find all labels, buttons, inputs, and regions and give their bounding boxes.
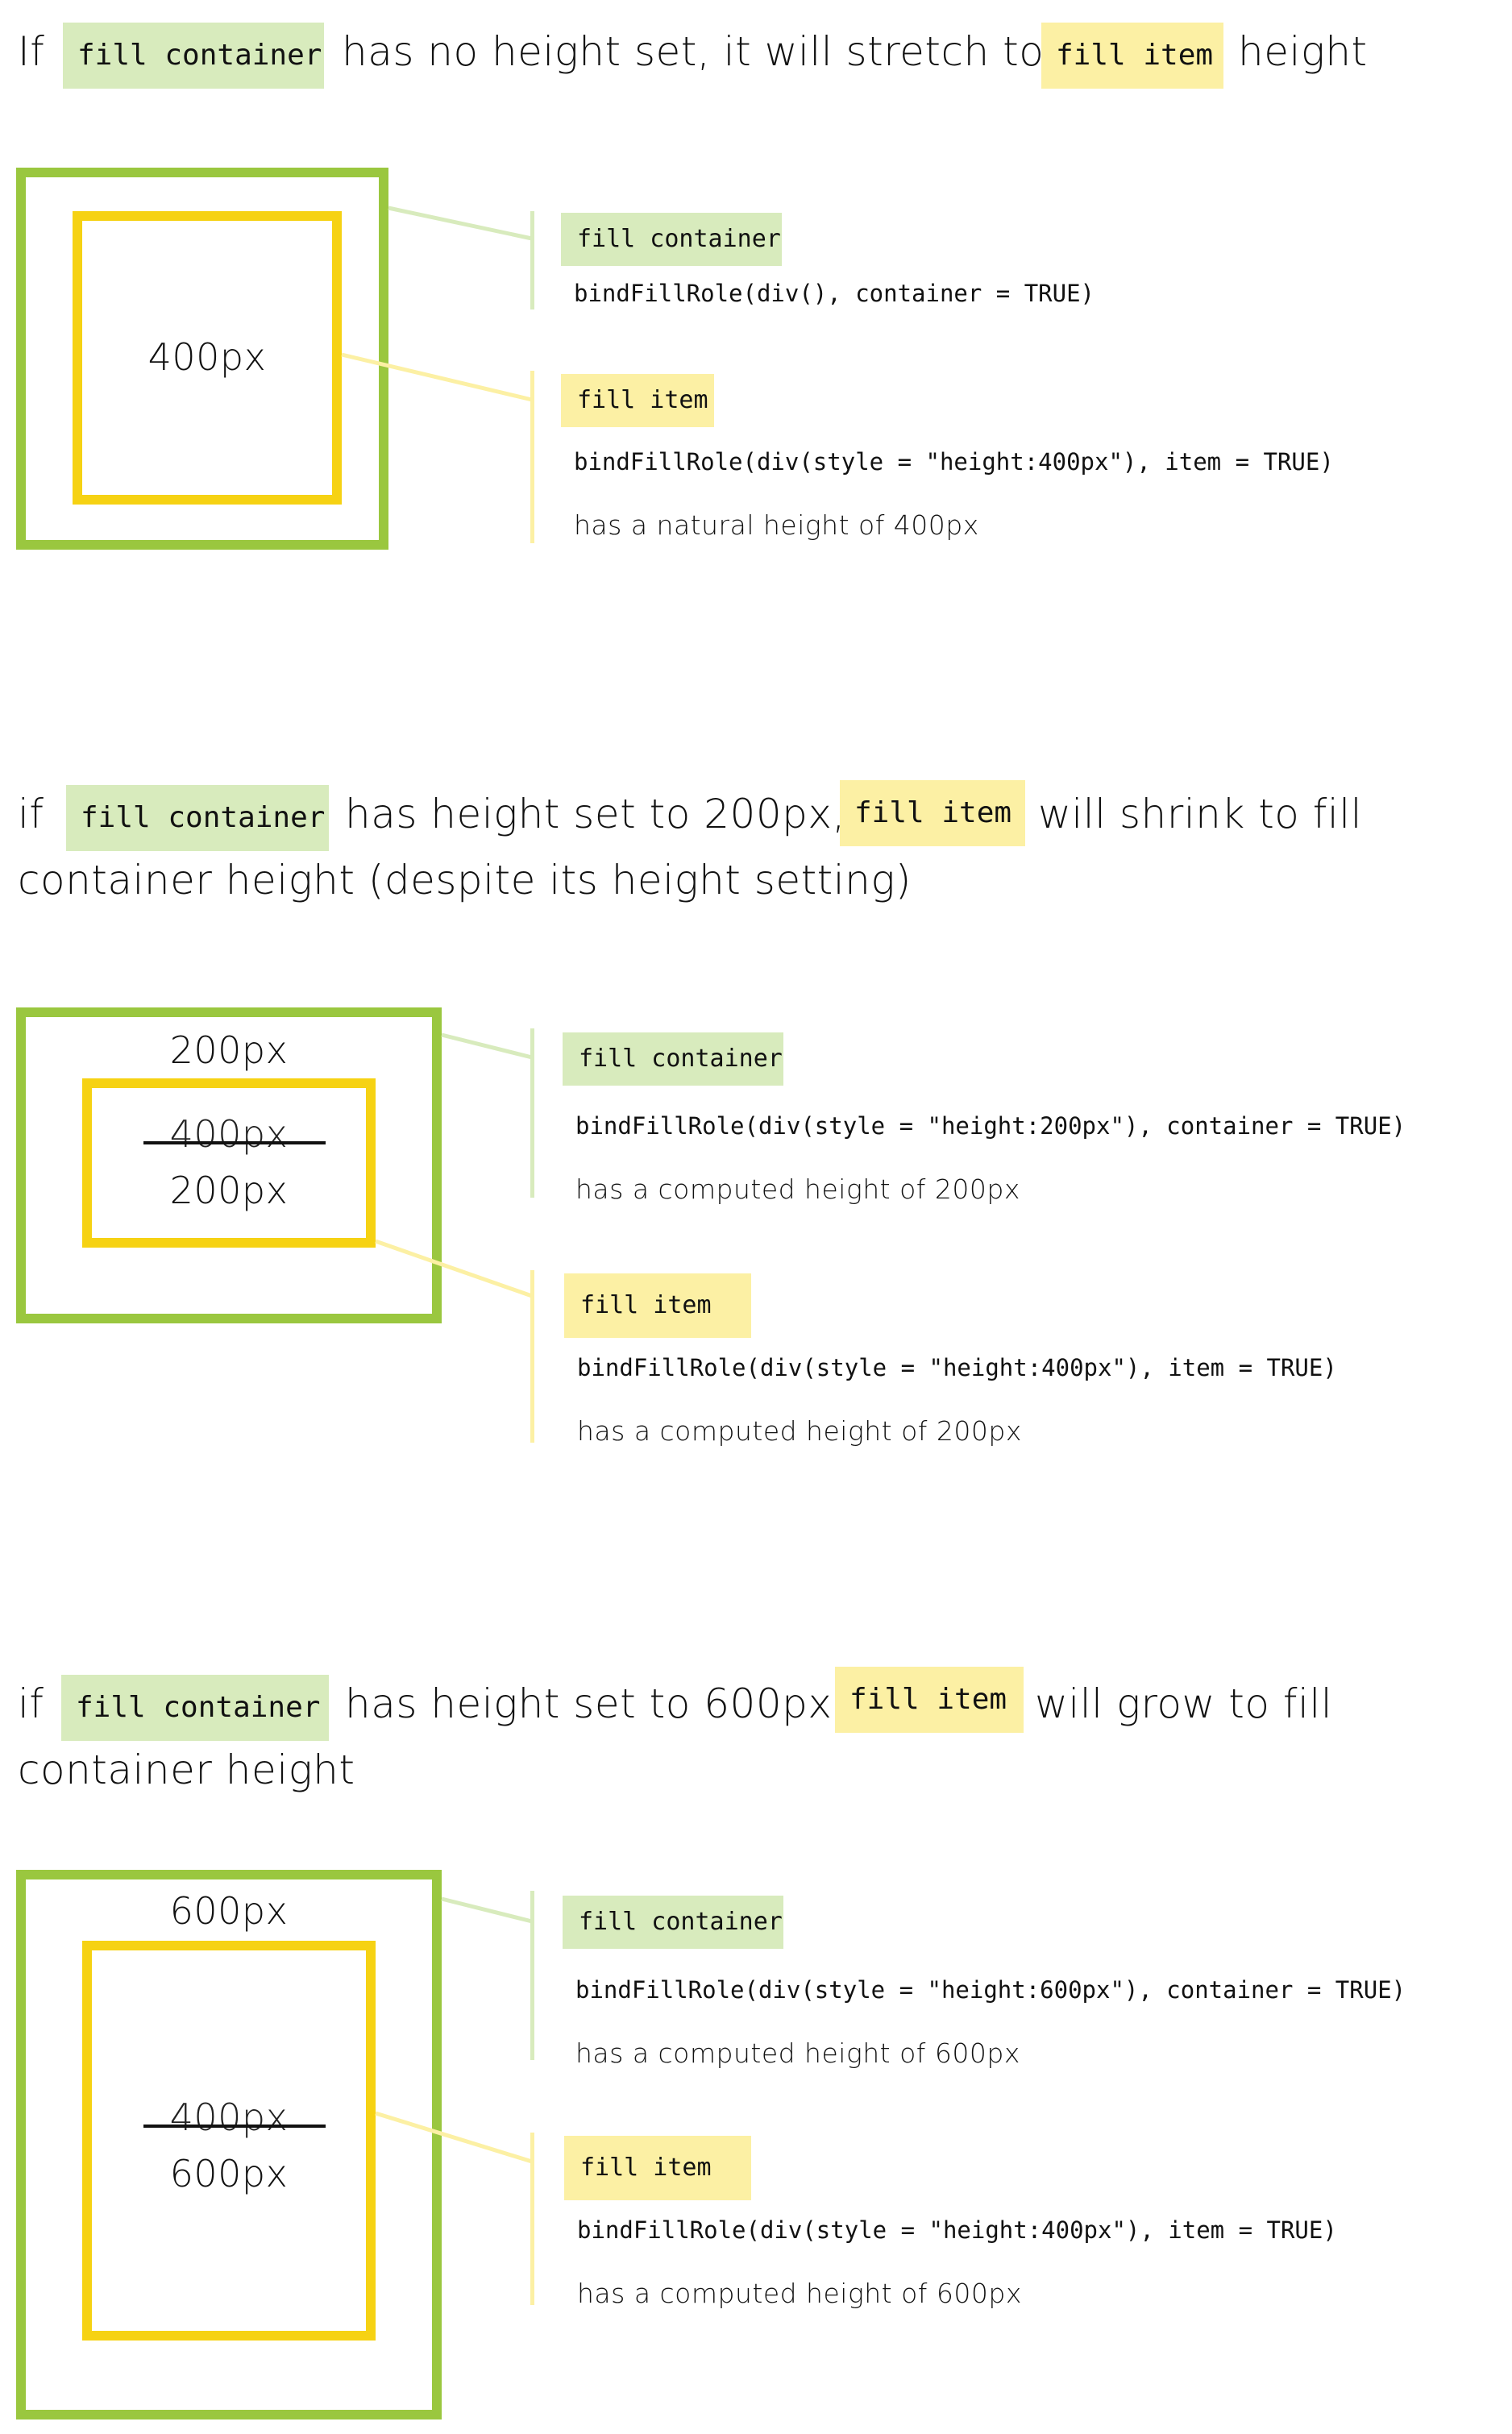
fill-item-tag: fill item: [835, 1667, 1024, 1733]
heading-line: container height (despite its height set…: [18, 857, 912, 903]
container-height-label: 600px: [169, 1889, 289, 1933]
item-connector: [375, 1239, 533, 1298]
fill-container-box: 600px: [16, 1870, 442, 2419]
container-code: bindFillRole(div(), container = TRUE): [574, 280, 1095, 307]
fill-container-box: [16, 168, 388, 550]
item-bracket: [530, 2133, 534, 2305]
item-connector: [341, 352, 533, 402]
item-note: has a natural height of 400px: [574, 509, 979, 541]
section-no-height: If fill container has no height set, it …: [0, 0, 1512, 645]
item-code: bindFillRole(div(style = "height:400px")…: [574, 448, 1334, 476]
container-note: has a computed height of 600px: [575, 2037, 1020, 2069]
item-connector: [375, 2111, 533, 2164]
heading-part: has height set to 600px,: [345, 1680, 845, 1727]
fill-item-tag: fill item: [1041, 23, 1223, 89]
container-bracket: [530, 1028, 534, 1198]
item-height-label: 400px: [147, 335, 267, 379]
container-note: has a computed height of 200px: [575, 1173, 1020, 1205]
container-connector: [441, 1032, 533, 1060]
fill-container-tag: fill container: [63, 23, 324, 89]
container-code: bindFillRole(div(style = "height:600px")…: [575, 1976, 1406, 2004]
fill-container-tag: fill container: [66, 785, 329, 851]
fill-container-label: fill container: [563, 1032, 783, 1086]
heading-part: has height set to 200px,: [345, 791, 845, 837]
fill-container-label: fill container: [561, 213, 782, 266]
item-code: bindFillRole(div(style = "height:400px")…: [577, 1354, 1337, 1381]
container-height-label: 200px: [169, 1028, 289, 1072]
struck-height-label: 400px: [169, 1112, 289, 1156]
strikethrough-line: [143, 1141, 326, 1144]
item-code: bindFillRole(div(style = "height:400px")…: [577, 2216, 1337, 2244]
container-connector: [441, 1896, 533, 1924]
heading-part: will grow to fill: [1035, 1680, 1333, 1727]
fill-item-box: 400px: [73, 211, 342, 505]
fill-container-box: 200px: [16, 1007, 442, 1323]
fill-item-box: 400px 600px: [82, 1941, 376, 2341]
connector-lines: [341, 206, 533, 402]
item-bracket: [530, 371, 534, 543]
item-bracket: [530, 1270, 534, 1443]
struck-height-label: 400px: [169, 2095, 289, 2139]
computed-height-label: 200px: [169, 1169, 289, 1212]
heading-part: height: [1238, 28, 1368, 75]
heading-part: If: [18, 28, 45, 75]
fill-item-tag: fill item: [840, 780, 1025, 846]
item-note: has a computed height of 200px: [577, 1415, 1022, 1447]
fill-item-label: fill item: [564, 1273, 751, 1338]
heading-line: container height: [18, 1747, 355, 1793]
section-shrink: if fill container has height set to 200p…: [16, 780, 1406, 1447]
fill-container-tag: fill container: [61, 1675, 329, 1741]
container-connector: [388, 206, 533, 241]
strikethrough-line: [143, 2125, 326, 2128]
computed-height-label: 600px: [169, 2152, 289, 2195]
container-code: bindFillRole(div(style = "height:200px")…: [575, 1112, 1406, 1140]
container-bracket: [530, 211, 534, 309]
connector-lines: [375, 1032, 533, 1298]
fill-item-label: fill item: [561, 374, 714, 427]
heading-part: if: [18, 791, 44, 837]
heading-part: will shrink to fill: [1038, 791, 1363, 837]
fill-item-box: 400px 200px: [82, 1078, 376, 1248]
item-note: has a computed height of 600px: [577, 2278, 1022, 2309]
fill-container-label: fill container: [563, 1896, 783, 1949]
heading-part: if: [18, 1680, 44, 1727]
heading-part: has no height set, it will stretch to: [342, 28, 1045, 75]
container-bracket: [530, 1891, 534, 2060]
fill-item-label: fill item: [564, 2136, 751, 2200]
